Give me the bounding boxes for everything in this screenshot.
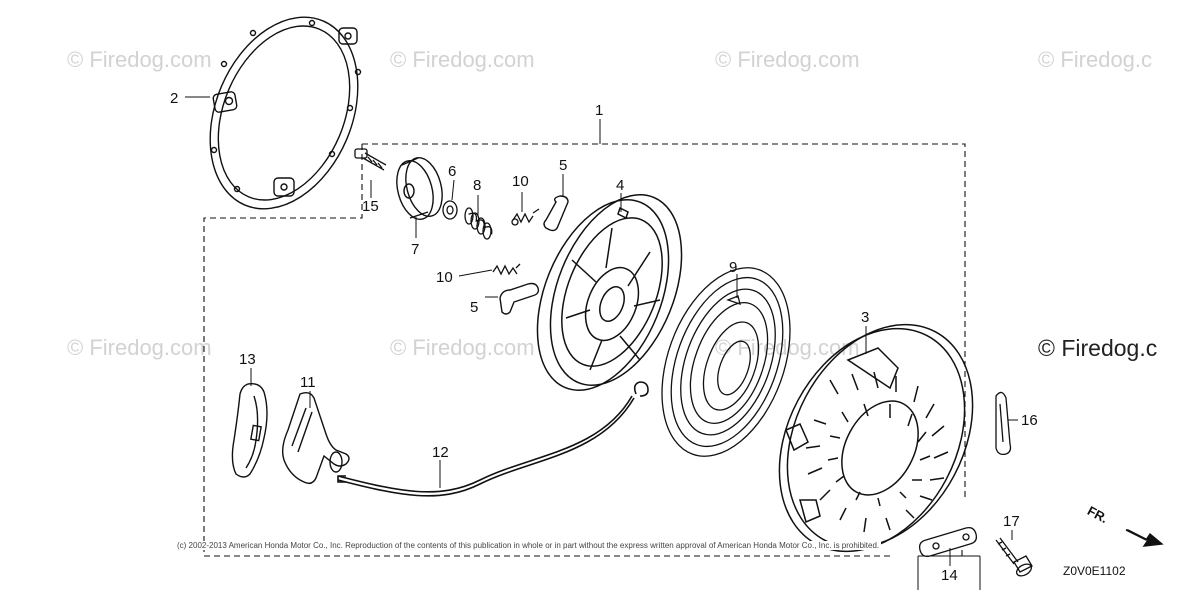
watermark: © Firedog.com: [390, 47, 535, 72]
callout-10-upper: 10: [512, 173, 529, 190]
callout-4: 4: [616, 177, 624, 194]
callout-1: 1: [595, 102, 603, 119]
watermark: © Firedog.com: [715, 47, 860, 72]
callout-10-lower: 10: [436, 269, 453, 286]
part-10-spring-lower: [492, 263, 521, 276]
part-16-strap: [995, 391, 1012, 456]
watermark: © Firedog.com: [390, 335, 535, 360]
callout-11: 11: [300, 374, 316, 391]
callout-9: 9: [729, 259, 737, 276]
callout-13: 13: [239, 351, 256, 368]
callout-3: 3: [861, 309, 869, 326]
part-11-grip: [281, 391, 350, 485]
direction-arrow-icon: [1125, 529, 1164, 547]
part-5-pawl-lower: [499, 282, 540, 315]
callout-8: 8: [473, 177, 481, 194]
part-9-spring: [661, 267, 791, 457]
part-10-spring-upper: [511, 208, 540, 226]
callout-5-upper: 5: [559, 157, 567, 174]
part-15-bolt: [354, 148, 387, 171]
watermark: © Firedog.com: [67, 335, 212, 360]
part-14-plate: [918, 526, 978, 558]
watermark: © Firedog.com: [67, 47, 212, 72]
part-17-bolt: [995, 537, 1033, 577]
callout-5-lower: 5: [470, 299, 478, 316]
callout-16: 16: [1021, 412, 1038, 429]
part-13-insert: [231, 382, 268, 478]
assembly-boundary: [203, 143, 966, 557]
copyright-notice: (c) 2002-2013 American Honda Motor Co., …: [175, 541, 882, 550]
callout-2: 2: [170, 90, 178, 107]
callout-7: 7: [411, 241, 419, 258]
watermark: © Firedog.c: [1038, 335, 1158, 361]
part-6-washer: [442, 200, 458, 220]
diagram-code: Z0V0E1102: [1063, 564, 1126, 578]
part-4-reel: [536, 194, 683, 391]
part-12-rope: [337, 381, 649, 497]
part-5-pawl-upper: [543, 195, 569, 232]
watermark: © Firedog.c: [1038, 47, 1153, 72]
part-7-ratchet: [396, 156, 443, 221]
callout-17: 17: [1003, 513, 1020, 530]
leader-lines: [185, 96, 1018, 590]
callout-numbers: 1 2 3 4 5 5 6 7 8 9 10 10 11 12 13 14 15…: [170, 90, 1038, 584]
part-2-ring: [209, 16, 362, 210]
callout-14: 14: [941, 567, 958, 584]
part-8-spring: [464, 207, 493, 240]
callout-6: 6: [448, 163, 456, 180]
callout-15: 15: [362, 198, 379, 215]
callout-12: 12: [432, 444, 449, 461]
